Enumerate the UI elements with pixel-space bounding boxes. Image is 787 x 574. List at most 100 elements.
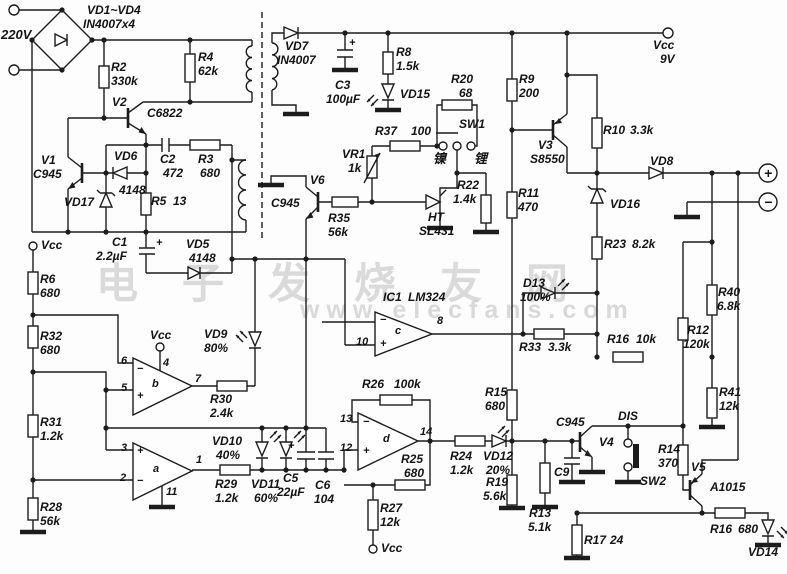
r41-ref: R41 bbox=[719, 385, 742, 399]
r6-ref: R6 bbox=[40, 272, 56, 286]
opamp-b-letter: b bbox=[152, 378, 159, 390]
r29-resistor-symbol bbox=[219, 464, 251, 476]
r11-ref: R11 bbox=[518, 186, 540, 200]
vd9-val: 80% bbox=[204, 341, 229, 355]
opamp-d-letter: d bbox=[383, 433, 390, 445]
opamp-c-plus: + bbox=[380, 338, 387, 350]
v6-val: C945 bbox=[271, 196, 300, 210]
v2-ref: V2 bbox=[112, 95, 127, 109]
r37-resistor-symbol bbox=[389, 140, 421, 152]
vd6-ref: VD6 bbox=[114, 149, 138, 163]
r26-ref: R26 bbox=[362, 377, 385, 391]
opamp-d-symbol bbox=[357, 411, 420, 472]
watermark-text: 电子发烧友网 bbox=[96, 260, 613, 307]
vd10-led-symbol bbox=[254, 441, 270, 459]
ac-terminal-1 bbox=[8, 4, 20, 16]
vd7-diode-symbol bbox=[283, 25, 300, 41]
r5-resistor-symbol bbox=[140, 192, 152, 216]
r29-val: 1.2k bbox=[215, 491, 239, 505]
wires-primary bbox=[19, 9, 253, 274]
ht-sl431-symbol bbox=[425, 189, 447, 211]
r16a-ref: R16 bbox=[607, 332, 630, 346]
vd11-arrows bbox=[293, 430, 306, 443]
r22-resistor-symbol bbox=[480, 194, 492, 224]
sw2-contact-bottom[interactable] bbox=[623, 462, 633, 472]
sw2-label: SW2 bbox=[640, 474, 667, 488]
r23-resistor-symbol bbox=[591, 236, 603, 260]
r24-val: 1.2k bbox=[450, 463, 474, 477]
vcc-terminal-opamp bbox=[155, 342, 165, 352]
r26-val: 100k bbox=[394, 377, 421, 391]
vd9-arrows bbox=[235, 330, 248, 343]
r22-ref: R22 bbox=[457, 178, 480, 192]
wires-secondary bbox=[270, 32, 759, 491]
c2-val: 472 bbox=[163, 166, 184, 180]
sw1-contact-common[interactable] bbox=[452, 141, 462, 151]
r9-ref: R9 bbox=[519, 72, 535, 86]
r11-resistor-symbol bbox=[506, 191, 518, 219]
sw1-contact-lithium[interactable] bbox=[466, 141, 476, 151]
vd5-ref: VD5 bbox=[186, 237, 210, 251]
opamp-c-letter: c bbox=[395, 325, 402, 337]
r3-val: 680 bbox=[200, 166, 221, 180]
watermark-url: www.elecfans.com bbox=[300, 296, 635, 324]
r41-val: 12k bbox=[719, 399, 740, 413]
r33-ref: R33 bbox=[519, 340, 542, 354]
sw1-contact-nickel[interactable] bbox=[438, 141, 448, 151]
vd15-arrows bbox=[366, 94, 379, 107]
sw1-label: SW1 bbox=[459, 117, 486, 131]
ac-voltage-label: 220V bbox=[1, 27, 32, 42]
r19-resistor-symbol bbox=[506, 474, 518, 506]
r20-val: 68 bbox=[459, 86, 473, 100]
c5-cap-symbol bbox=[297, 451, 315, 460]
r30-ref: R30 bbox=[210, 392, 233, 406]
r12-ref: R12 bbox=[687, 323, 710, 337]
v5-val: A1015 bbox=[710, 480, 746, 494]
r17-ref: R17 bbox=[584, 533, 607, 547]
sw1-nickel-label: 镍 bbox=[433, 151, 447, 166]
c3-ref: C3 bbox=[335, 78, 351, 92]
sw2-actuator[interactable] bbox=[633, 444, 639, 468]
opamp-a-minus: − bbox=[137, 475, 144, 487]
opamp-b-pin5: 5 bbox=[121, 382, 128, 394]
sw2-contact-top[interactable] bbox=[623, 438, 633, 448]
r25-resistor-symbol bbox=[394, 479, 426, 491]
r15-ref: R15 bbox=[485, 385, 508, 399]
r31-val: 1.2k bbox=[40, 429, 64, 443]
r20-resistor-symbol bbox=[441, 99, 473, 111]
c3-val: 100µF bbox=[326, 92, 361, 106]
c5-ref: C5 bbox=[283, 471, 299, 485]
r35-val: 56k bbox=[328, 225, 349, 239]
c1-cap-symbol bbox=[139, 247, 155, 255]
c9-cap-symbol bbox=[564, 457, 580, 465]
d13-ref: D13 bbox=[523, 276, 546, 290]
vd10-arrows bbox=[269, 430, 282, 443]
vd9-led-symbol bbox=[247, 331, 263, 349]
r31-resistor-symbol bbox=[27, 414, 39, 438]
r6-resistor-symbol bbox=[27, 271, 39, 295]
r13-val: 5.1k bbox=[528, 520, 552, 534]
minus-terminal-sign: − bbox=[764, 194, 773, 210]
ic1-ref-label: IC1 bbox=[383, 290, 402, 304]
c1-ref: C1 bbox=[112, 235, 128, 249]
feedback-winding bbox=[237, 159, 247, 221]
vcc-opamp-label: Vcc bbox=[150, 328, 172, 342]
r12-val: 120k bbox=[683, 337, 710, 351]
opamp-d-pin14: 14 bbox=[420, 426, 433, 438]
vcc-9v-terminal bbox=[662, 27, 674, 39]
vd12-ref: VD12 bbox=[483, 449, 514, 463]
vd6-diode-symbol bbox=[111, 165, 128, 181]
opamp-a-pin3: 3 bbox=[121, 442, 128, 454]
r11-val: 470 bbox=[518, 200, 539, 214]
r30-val: 2.4k bbox=[210, 406, 234, 420]
terminals bbox=[8, 4, 778, 554]
r23-val: 8.2k bbox=[632, 237, 656, 251]
dis-label: DIS bbox=[618, 409, 639, 423]
c2-ref: C2 bbox=[160, 152, 176, 166]
r5-val: 13 bbox=[173, 194, 187, 208]
vcc-9v-value: 9V bbox=[660, 52, 675, 66]
opamp-b-pin6: 6 bbox=[121, 355, 128, 367]
vd5-val: 4148 bbox=[189, 251, 216, 265]
r2-ref: R2 bbox=[111, 60, 127, 74]
